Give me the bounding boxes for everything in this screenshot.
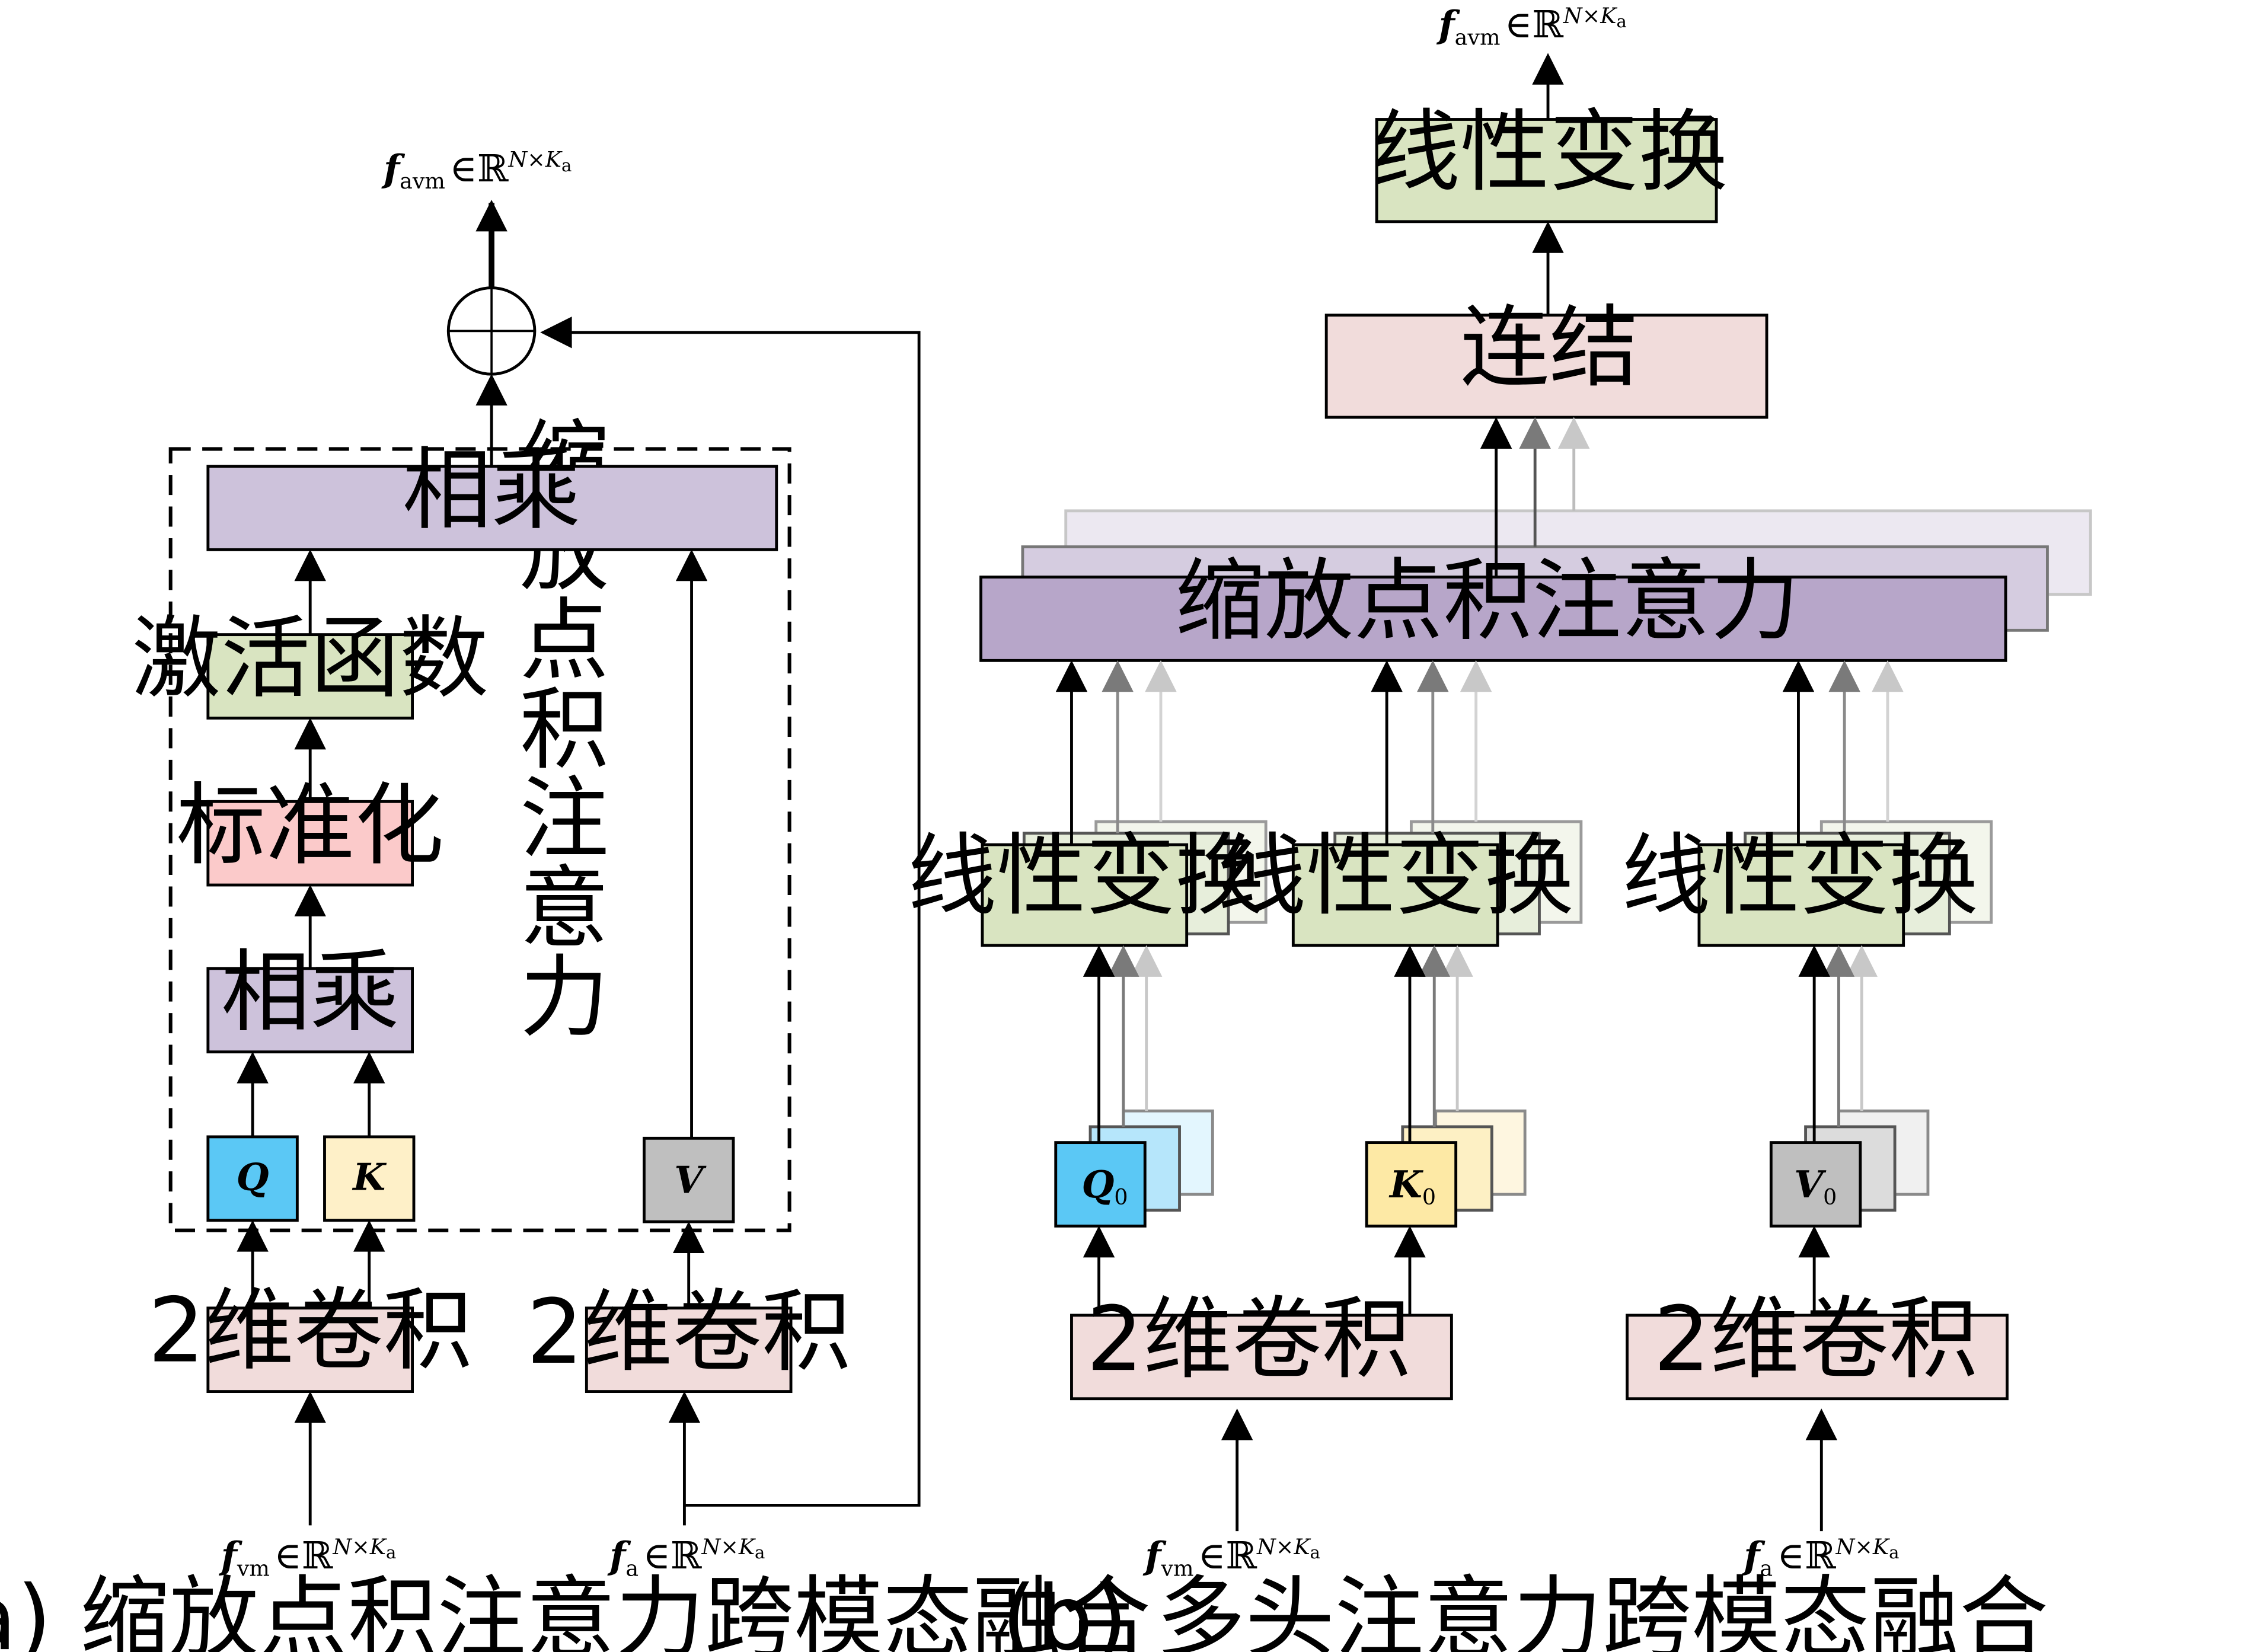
- k0-box: [1365, 1141, 1458, 1228]
- conv-b-right-label: 2维卷积: [1653, 1287, 1978, 1391]
- conv-right-label: 2维卷积: [526, 1280, 851, 1384]
- k-label: K: [352, 1155, 387, 1199]
- v-box: [643, 1136, 735, 1223]
- q-box: [206, 1135, 299, 1222]
- linear-top-label: 线性变换: [1371, 100, 1728, 204]
- multiply-top-label: 相乘: [403, 439, 581, 542]
- attention-label: 缩放点积注意力: [1175, 549, 1800, 653]
- panel-a-caption: (a) 缩放点积注意力跨模态融合: [0, 1567, 1151, 1652]
- linear-v-label: 线性变换: [1621, 824, 1978, 928]
- linear-v-box: [1697, 843, 1905, 947]
- multiply-bottom-label: 相乘: [221, 941, 400, 1044]
- attention-box: [979, 576, 2007, 662]
- panel-a-input-right: fa∈ℝN×Ka: [607, 1533, 765, 1581]
- normalize-label: 标准化: [176, 774, 444, 877]
- panel-b-input-left: fvm∈ℝN×Ka: [1142, 1533, 1320, 1581]
- panel-a: favm∈ℝN×Ka 缩放点积注意力 相乘 激活函数: [0, 146, 1151, 1652]
- v-branch: 线性变换 V0: [1621, 660, 1993, 1315]
- conv-b-left-label: 2维卷积: [1086, 1287, 1410, 1391]
- conv-right-box: [585, 1306, 793, 1394]
- conv-left-label: 2维卷积: [148, 1279, 473, 1383]
- multiply-bottom-box: [206, 967, 414, 1054]
- add-circle-icon: [446, 286, 537, 376]
- q-branch: 线性变换 Q0: [908, 660, 1268, 1315]
- attention-dashed-box: [168, 447, 791, 1232]
- q0-label: Q0: [1081, 1162, 1128, 1210]
- panel-b: favm∈ℝN×Ka 线性变换 连结 缩放点积注意力 线性变换: [908, 2, 2092, 1652]
- k-box: [323, 1135, 416, 1222]
- k-branch: 线性变换 K0: [1217, 660, 1583, 1315]
- activation-box: [206, 633, 414, 720]
- k0-label: K0: [1388, 1162, 1436, 1210]
- concat-box: [1324, 314, 1768, 419]
- linear-q-label: 线性变换: [908, 824, 1265, 928]
- conv-left-box: [206, 1306, 414, 1394]
- residual-path: [540, 317, 921, 1507]
- panel-a-output-label: favm∈ℝN×Ka: [381, 146, 572, 194]
- panel-b-input-right: fa∈ℝN×Ka: [1741, 1533, 1899, 1581]
- v-label: V: [674, 1158, 707, 1202]
- panel-b-caption: (b) 多头注意力跨模态融合: [1001, 1567, 2048, 1652]
- linear-q-box: [981, 843, 1189, 947]
- v0-box: [1769, 1141, 1862, 1228]
- panel-a-input-left: fvm∈ℝN×Ka: [219, 1533, 397, 1581]
- q0-box: [1054, 1141, 1147, 1228]
- activation-label: 激活函数: [132, 607, 489, 711]
- q-label: Q: [237, 1155, 269, 1199]
- concat-label: 连结: [1460, 296, 1639, 400]
- multiply-top-box: [206, 465, 778, 551]
- normalize-box: [206, 800, 414, 887]
- linear-k-label: 线性变换: [1217, 824, 1574, 928]
- panel-b-output-label: favm∈ℝN×Ka: [1436, 2, 1627, 50]
- conv-b-left-box: [1070, 1314, 1453, 1401]
- linear-top-box: [1375, 118, 1718, 223]
- v0-label: V0: [1794, 1162, 1837, 1210]
- conv-b-right-box: [1626, 1314, 2009, 1401]
